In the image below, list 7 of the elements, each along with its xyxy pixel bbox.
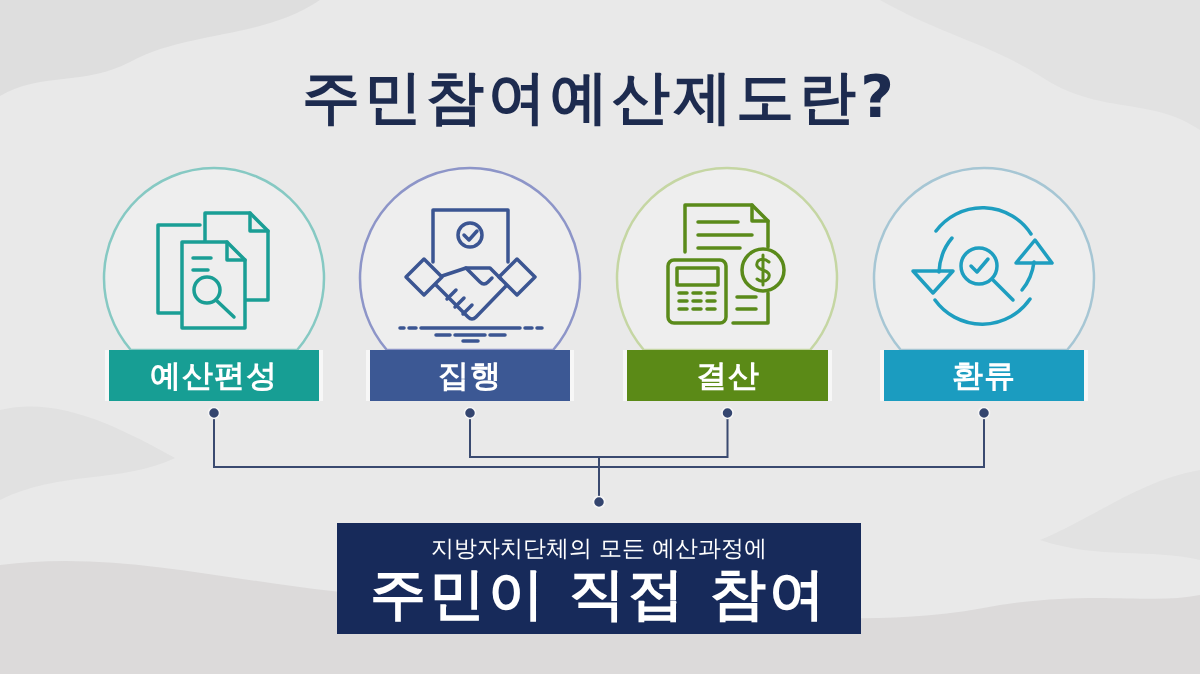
stage-label: 환류 bbox=[880, 350, 1088, 401]
stage-label: 집행 bbox=[366, 350, 574, 401]
stage-label: 결산 bbox=[623, 350, 832, 401]
title: 주민참여예산제도란? bbox=[301, 62, 899, 132]
panel-subtitle: 지방자치단체의 모든 예산과정에 bbox=[430, 533, 768, 563]
stage-label: 예산편성 bbox=[105, 350, 323, 401]
panel-headline: 주민이 직접 참여 bbox=[370, 562, 828, 625]
